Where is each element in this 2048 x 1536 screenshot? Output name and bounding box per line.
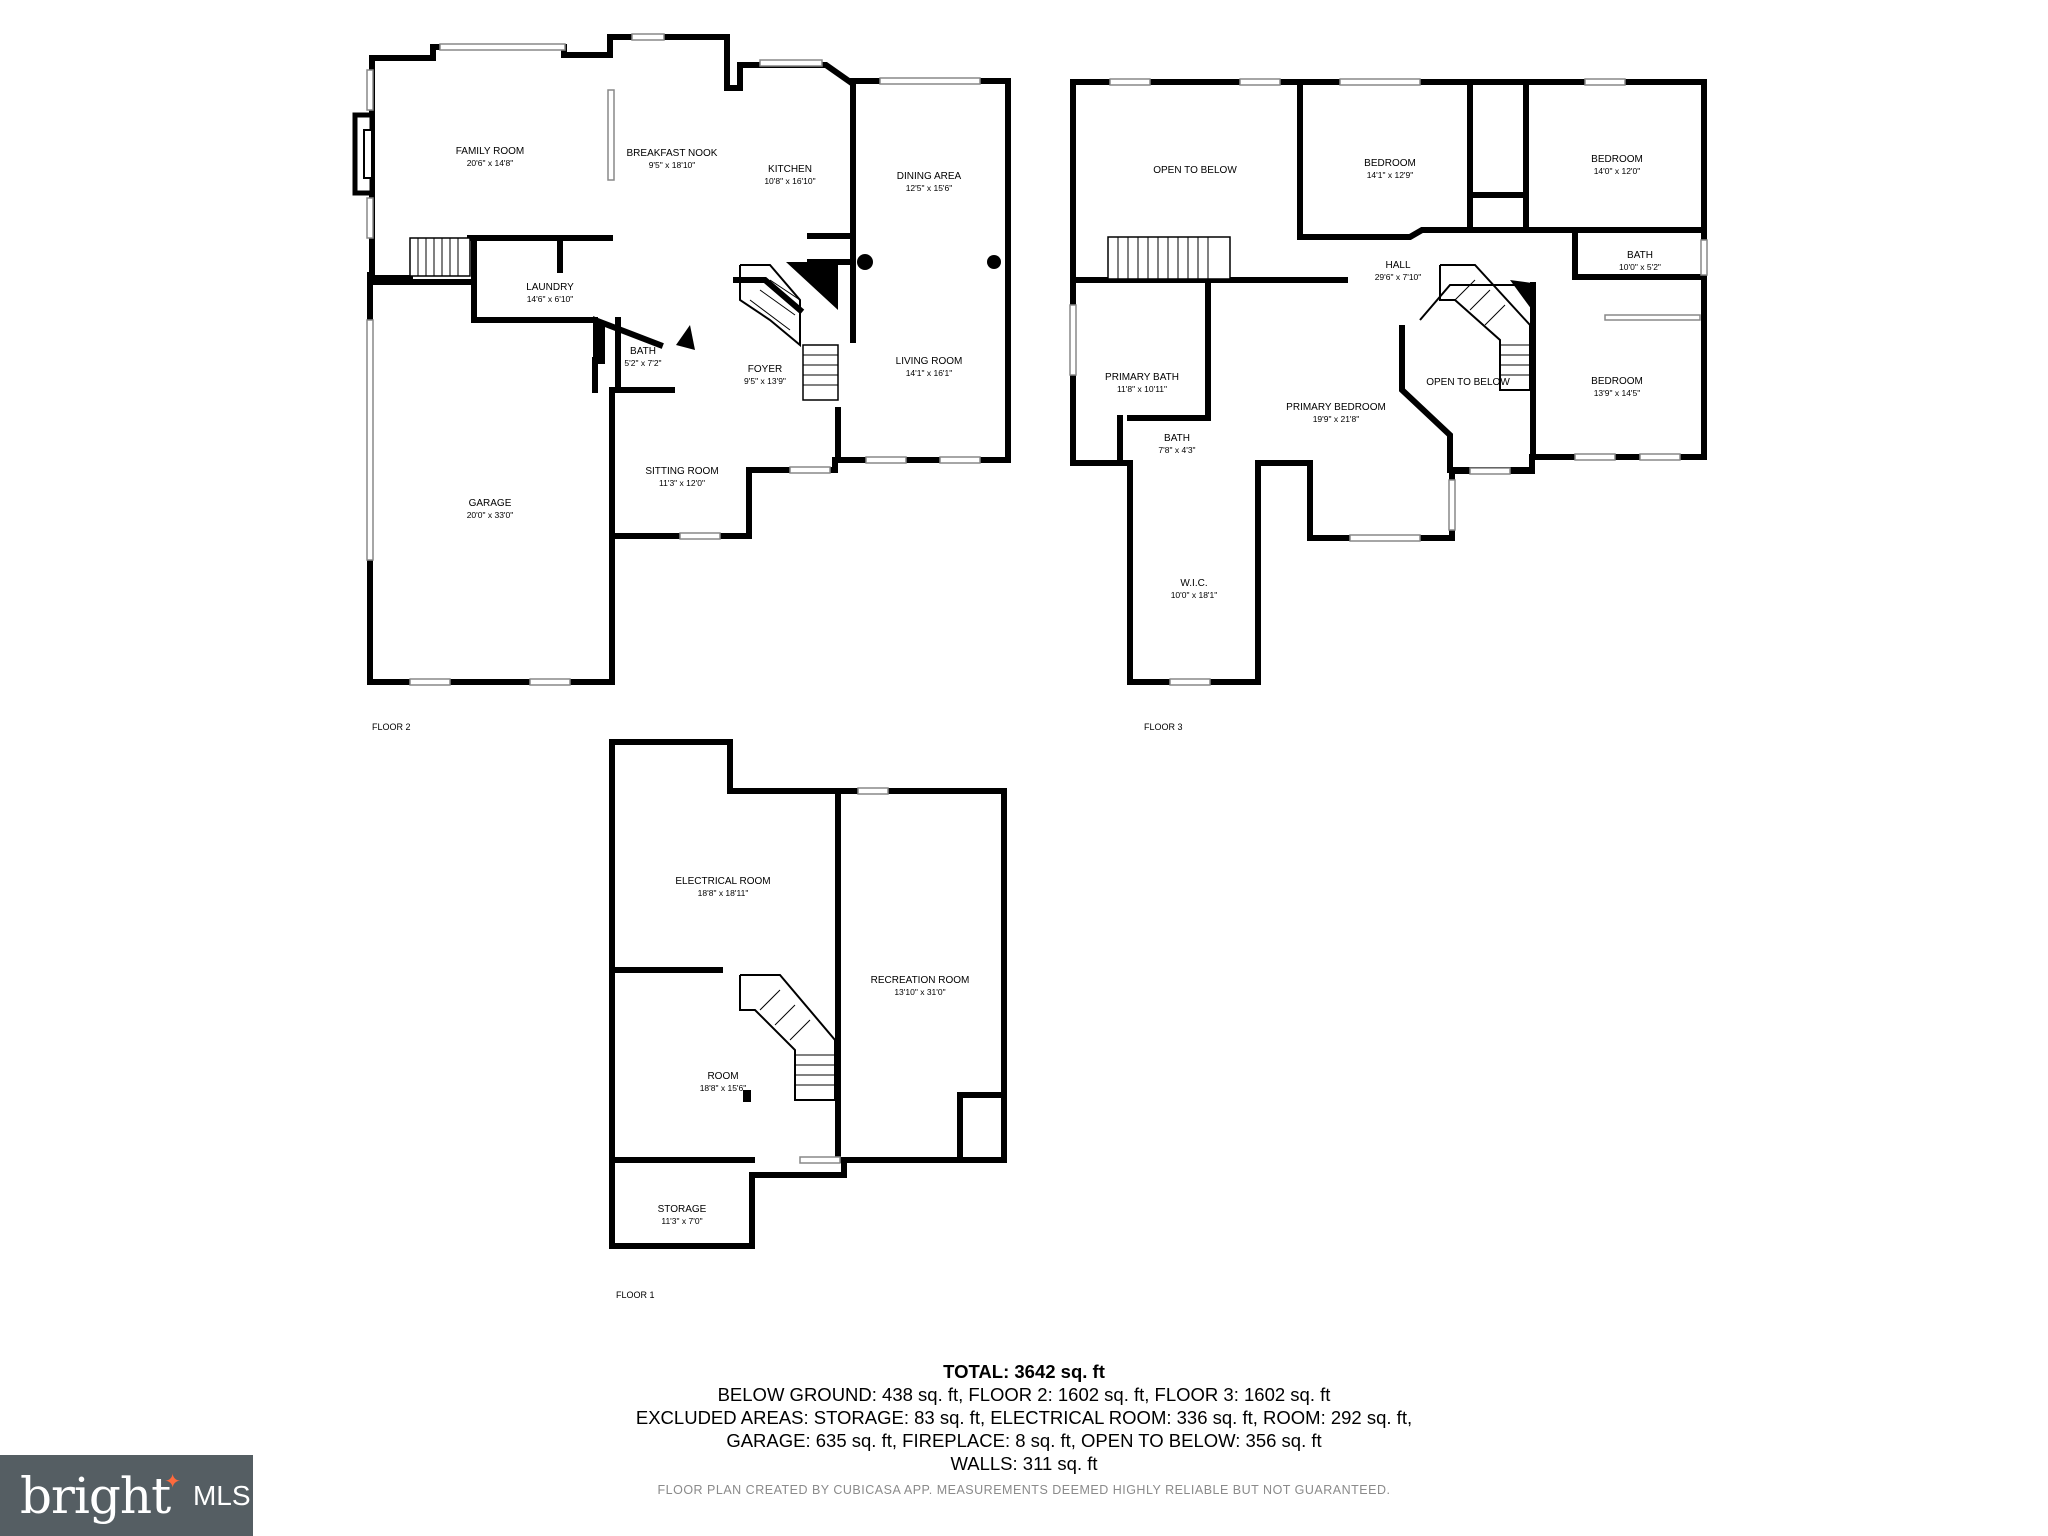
room-label-recreation-room: RECREATION ROOM [871,975,970,986]
room-dims-bedroom-a: 14'1" x 12'9" [1367,170,1414,180]
room-label-primary-bath: PRIMARY BATH [1105,372,1179,383]
room-label-sitting-room: SITTING ROOM [645,466,718,477]
room-label-foyer: FOYER [748,364,782,375]
summary-line-4: WALLS: 311 sq. ft [950,1453,1098,1474]
room-label-breakfast-nook: BREAKFAST NOOK [627,148,718,159]
star-icon: ✦ [164,1471,181,1493]
room-dims-breakfast-nook: 9'5" x 18'10" [649,160,696,170]
room-label-bath-f3-b: BATH [1164,433,1190,444]
floor-2-plan [352,33,1011,686]
room-label-room: ROOM [707,1071,738,1082]
room-dims-garage: 20'0" x 33'0" [467,510,514,520]
floor-3-plan [1069,78,1708,686]
room-dims-wic: 10'0" x 18'1" [1171,590,1218,600]
room-dims-room: 18'8" x 15'6" [700,1083,747,1093]
room-label-laundry: LAUNDRY [526,282,574,293]
room-label-bath-f2: BATH [630,346,656,357]
room-label-primary-bedroom: PRIMARY BEDROOM [1286,402,1386,413]
room-label-hall: HALL [1385,260,1410,271]
summary-line-3: GARAGE: 635 sq. ft, FIREPLACE: 8 sq. ft,… [726,1430,1322,1451]
room-label-kitchen: KITCHEN [768,164,812,175]
room-label-bedroom-a: BEDROOM [1364,158,1416,169]
room-dims-laundry: 14'6" x 6'10" [527,294,574,304]
room-dims-storage: 11'3" x 7'0" [661,1216,702,1226]
logo-suffix: MLS [192,1479,251,1511]
room-label-bedroom-c: BEDROOM [1591,376,1643,387]
room-label-open-to-below-1: OPEN TO BELOW [1153,165,1237,176]
room-dims-primary-bedroom: 19'9" x 21'8" [1313,414,1360,424]
room-dims-hall: 29'6" x 7'10" [1375,272,1422,282]
room-label-open-to-below-2: OPEN TO BELOW [1426,377,1510,388]
room-label-bath-f3-a: BATH [1627,250,1653,261]
room-label-bedroom-b: BEDROOM [1591,154,1643,165]
room-dims-bath-f3-a: 10'0" x 5'2" [1619,262,1661,272]
floor-label-3: FLOOR 3 [1144,722,1183,732]
room-label-garage: GARAGE [469,498,512,509]
room-dims-bedroom-b: 14'0" x 12'0" [1594,166,1641,176]
disclaimer: FLOOR PLAN CREATED BY CUBICASA APP. MEAS… [657,1483,1391,1497]
room-dims-dining-area: 12'5" x 15'6" [906,183,953,193]
floor-1-plan [609,739,1007,1249]
floor-label-1: FLOOR 1 [616,1290,655,1300]
room-label-storage: STORAGE [658,1204,707,1215]
room-dims-foyer: 9'5" x 13'9" [744,376,786,386]
room-label-wic: W.I.C. [1180,578,1207,589]
room-dims-sitting-room: 11'3" x 12'0" [659,478,705,488]
area-summary: TOTAL: 3642 sq. ft BELOW GROUND: 438 sq.… [0,1360,2048,1475]
bright-mls-logo: bright ✦ MLS [0,1455,253,1536]
room-dims-kitchen: 10'8" x 16'10" [764,176,815,186]
room-dims-electrical-room: 18'8" x 18'11" [698,888,749,898]
room-label-family-room: FAMILY ROOM [456,146,525,157]
total-area: TOTAL: 3642 sq. ft [943,1361,1105,1382]
room-dims-bath-f3-b: 7'8" x 4'3" [1158,445,1195,455]
room-dims-primary-bath: 11'8" x 10'11" [1117,384,1167,394]
room-dims-recreation-room: 13'10" x 31'0" [894,987,945,997]
logo-word: bright [20,1466,171,1525]
floor-label-2: FLOOR 2 [372,722,411,732]
room-dims-bedroom-c: 13'9" x 14'5" [1594,388,1641,398]
room-dims-bath-f2: 5'2" x 7'2" [624,358,661,368]
room-label-electrical-room: ELECTRICAL ROOM [675,876,770,887]
summary-line-2: EXCLUDED AREAS: STORAGE: 83 sq. ft, ELEC… [635,1407,1413,1428]
room-dims-family-room: 20'6" x 14'8" [467,158,514,168]
room-label-dining-area: DINING AREA [897,171,962,182]
room-dims-living-room: 14'1" x 16'1" [906,368,953,378]
summary-line-1: BELOW GROUND: 438 sq. ft, FLOOR 2: 1602 … [717,1384,1331,1405]
room-label-living-room: LIVING ROOM [896,356,963,367]
